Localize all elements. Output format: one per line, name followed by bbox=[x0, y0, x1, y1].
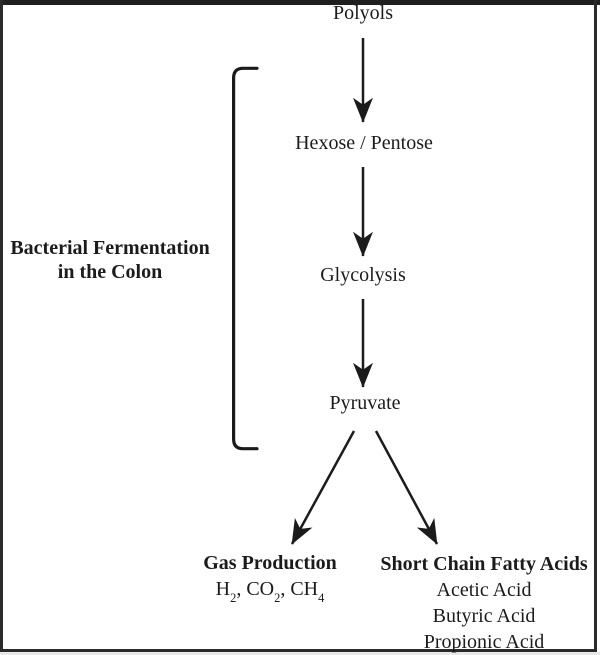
formula-h-sub: 2 bbox=[230, 591, 237, 606]
frame-bottom-shadow bbox=[0, 652, 600, 655]
arrow-pyruvate-to-gas bbox=[290, 430, 356, 545]
node-pyruvate: Pyruvate bbox=[329, 392, 401, 414]
scfa-title: Short Chain Fatty Acids bbox=[380, 553, 588, 575]
frame-right-border bbox=[593, 0, 597, 652]
formula-ch-sub: 4 bbox=[318, 591, 325, 606]
gas-production-title: Gas Production bbox=[203, 552, 337, 574]
arrow-pyruvate-to-scfa bbox=[374, 430, 439, 545]
gas-production-formula: H2, CO2, CH4 bbox=[203, 576, 337, 606]
frame-left-border bbox=[0, 0, 3, 655]
formula-ch: , CH bbox=[280, 578, 319, 600]
frame-bottom-border bbox=[0, 648, 596, 652]
formula-co-sub: 2 bbox=[274, 591, 281, 606]
outcome-gas-production: Gas Production H2, CO2, CH4 bbox=[203, 550, 337, 606]
scfa-item-acetic: Acetic Acid bbox=[436, 579, 532, 601]
scfa-item-butyric: Butyric Acid bbox=[432, 605, 536, 627]
node-hexose-pentose: Hexose / Pentose bbox=[295, 132, 433, 154]
bracket-label: Bacterial Fermentation in the Colon bbox=[10, 236, 209, 284]
node-polyols: Polyols bbox=[332, 2, 394, 24]
outcome-scfa: Short Chain Fatty Acids Acetic Acid Buty… bbox=[380, 551, 587, 655]
frame-top-border bbox=[0, 0, 600, 5]
scfa-item-propionic: Propionic Acid bbox=[423, 631, 545, 653]
fermentation-bracket bbox=[232, 66, 259, 451]
formula-co: , CO bbox=[236, 578, 275, 600]
formula-h: H bbox=[215, 578, 231, 600]
bracket-label-line2: in the Colon bbox=[57, 261, 163, 283]
bracket-label-line1: Bacterial Fermentation bbox=[10, 237, 210, 259]
node-glycolysis: Glycolysis bbox=[320, 264, 406, 286]
